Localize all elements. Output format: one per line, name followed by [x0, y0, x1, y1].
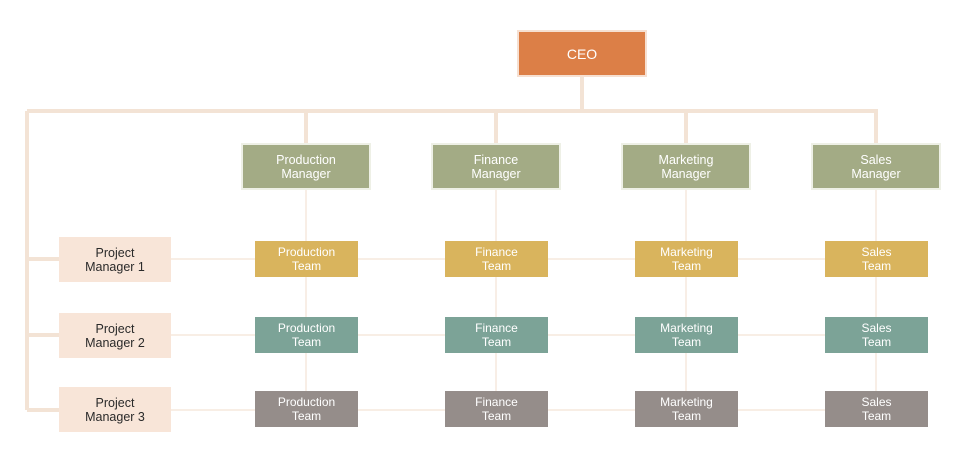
team-label: Marketing Team — [660, 321, 713, 349]
manager-box-production: Production Manager — [241, 143, 371, 190]
team-box-r3-sales: Sales Team — [825, 391, 928, 427]
manager-box-marketing: Marketing Manager — [621, 143, 751, 190]
team-box-r2-sales: Sales Team — [825, 317, 928, 353]
team-label: Finance Team — [475, 245, 518, 273]
manager-label: Marketing Manager — [658, 152, 714, 181]
project-manager-label: Project Manager 1 — [85, 245, 145, 274]
team-box-r3-marketing: Marketing Team — [635, 391, 738, 427]
team-label: Finance Team — [475, 321, 518, 349]
project-manager-label: Project Manager 3 — [85, 395, 145, 424]
team-box-r3-production: Production Team — [255, 391, 358, 427]
team-box-r1-production: Production Team — [255, 241, 358, 277]
team-label: Sales Team — [861, 245, 892, 273]
manager-box-sales: Sales Manager — [811, 143, 941, 190]
team-box-r2-production: Production Team — [255, 317, 358, 353]
team-label: Finance Team — [475, 395, 518, 423]
project-manager-label: Project Manager 2 — [85, 321, 145, 350]
manager-label: Production Manager — [276, 152, 336, 181]
ceo-box: CEO — [517, 30, 647, 77]
team-label: Sales Team — [861, 395, 892, 423]
team-box-r1-marketing: Marketing Team — [635, 241, 738, 277]
project-manager-box-3: Project Manager 3 — [59, 387, 171, 432]
project-manager-box-1: Project Manager 1 — [59, 237, 171, 282]
team-label: Sales Team — [861, 321, 892, 349]
team-box-r2-finance: Finance Team — [445, 317, 548, 353]
manager-label: Finance Manager — [471, 152, 521, 181]
project-manager-box-2: Project Manager 2 — [59, 313, 171, 358]
team-label: Production Team — [277, 245, 336, 273]
team-label: Production Team — [277, 321, 336, 349]
team-label: Production Team — [277, 395, 336, 423]
ceo-label: CEO — [566, 45, 598, 62]
team-box-r3-finance: Finance Team — [445, 391, 548, 427]
team-box-r2-marketing: Marketing Team — [635, 317, 738, 353]
team-label: Marketing Team — [660, 395, 713, 423]
team-box-r1-sales: Sales Team — [825, 241, 928, 277]
manager-label: Sales Manager — [851, 152, 901, 181]
team-box-r1-finance: Finance Team — [445, 241, 548, 277]
team-label: Marketing Team — [660, 245, 713, 273]
manager-box-finance: Finance Manager — [431, 143, 561, 190]
